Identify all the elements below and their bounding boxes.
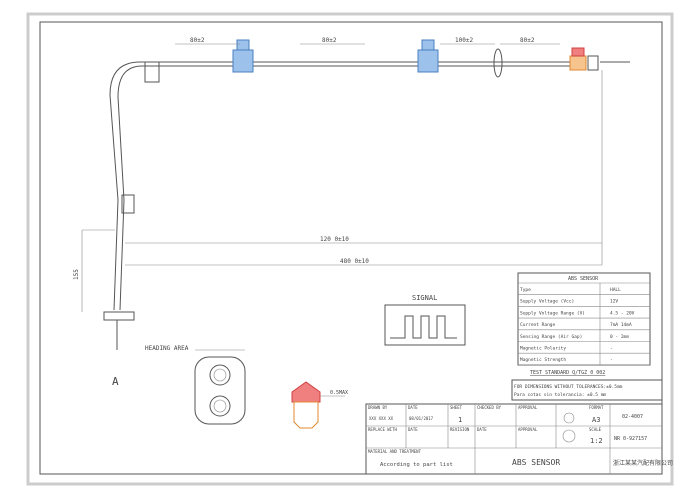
date-label: DATE: [408, 405, 418, 410]
material: According to part list: [380, 462, 453, 468]
spec-row-value: -: [610, 347, 613, 352]
clip-blue-2: [417, 39, 439, 73]
mounting-flange-view: [194, 349, 246, 425]
scale-label: SCALE: [589, 427, 602, 432]
spec-table: ABS SENSOR Type HALL Supply Voltage (Vcc) 1…: [517, 272, 651, 376]
projection-symbol-icon: [563, 412, 575, 424]
signal-label: SIGNAL: [412, 294, 437, 302]
spec-row-value: 12V: [610, 299, 618, 305]
sheet-label: SHEET: [450, 405, 463, 410]
format: A3: [592, 416, 600, 424]
sensor-cable: [103, 48, 630, 350]
top-dimensions: 80±2 80±2 100±2 80±2: [175, 37, 560, 45]
spec-row-label: Type: [520, 287, 531, 293]
part-number: 02-4007: [622, 414, 643, 420]
spec-row-label: Sensing Range (Air Gap): [520, 334, 582, 340]
spec-row-value: 0 - 2mm: [610, 334, 629, 340]
tolerance-note: FOR DIMENSIONS WITHOUT TOLERANCES:±0.5mm…: [511, 379, 663, 401]
replace-date-label: DATE: [408, 427, 418, 432]
date: 08/01/2017: [409, 416, 434, 421]
spec-row-label: Magnetic Strength: [520, 357, 566, 363]
dim-label: 155: [73, 269, 80, 280]
heading-area-label: HEADING AREA: [145, 345, 189, 352]
note-line-1: FOR DIMENSIONS WITHOUT TOLERANCES:±0.5mm: [514, 384, 623, 390]
sheet: 1: [458, 416, 462, 424]
scale: 1:2: [590, 437, 603, 445]
note-line-2: Para cotas sin tolerancia: ±0.5 mm: [514, 392, 606, 398]
revision-label: REVISION: [450, 427, 470, 432]
title-block: DRAWN BY XXX XXX XX DATE 08/01/2017 SHEE…: [365, 403, 673, 475]
spec-row-label: Supply Voltage (Vcc): [520, 299, 574, 305]
long-dimensions: 120 0±10 480 0±10 155: [73, 70, 603, 312]
test-standard: TEST STANDARD Q/TGZ 0 002: [530, 370, 605, 376]
spec-row-label: Supply Voltage Range (V): [520, 310, 585, 316]
format-label: FORMAT: [589, 405, 604, 410]
drawn-by-label: DRAWN BY: [368, 405, 388, 410]
detail-note: 0.5MAX: [330, 390, 348, 396]
spec-row-value: 7mA 14mA: [610, 322, 632, 328]
spec-row-value: -: [610, 358, 613, 363]
clip-blue-1: [232, 39, 254, 73]
signal-diagram: SIGNAL: [384, 294, 466, 346]
view-a-label: A: [112, 375, 119, 388]
drawn-by: XXX XXX XX: [369, 416, 394, 421]
approval-label-2: APPROVAL: [518, 427, 538, 432]
connector-end: [569, 47, 599, 71]
spec-row-label: Current Range: [520, 322, 556, 328]
drawing-number: NR 0-927157: [614, 436, 647, 442]
replace-label: REPLACE WITH: [368, 427, 397, 432]
checked-date-label: DATE: [477, 427, 487, 432]
dim-label: 80±2: [322, 37, 337, 44]
material-label: MATERIAL AND TREATMENT: [368, 449, 422, 454]
sensor-head-detail: 0.5MAX: [291, 381, 348, 429]
spec-row-value: 4.5 - 20V: [610, 310, 635, 316]
outer-border: [26, 12, 674, 486]
approval-label: APPROVAL: [518, 405, 538, 410]
dim-label: 80±2: [190, 37, 205, 44]
dim-label: 80±2: [520, 37, 535, 44]
spec-row-label: Magnetic Polarity: [520, 346, 566, 352]
company-name: 浙江某某汽配有限公司: [613, 459, 673, 467]
spec-table-title: ABS SENSOR: [568, 276, 599, 282]
dim-label: 120 0±10: [320, 236, 349, 243]
drawing-title: ABS SENSOR: [512, 458, 560, 467]
inner-border: [39, 21, 663, 475]
dim-label: 100±2: [455, 37, 473, 44]
spec-row-value: HALL: [610, 287, 621, 293]
dim-label: 480 0±10: [340, 258, 369, 265]
checked-label: CHECKED BY: [477, 405, 502, 410]
